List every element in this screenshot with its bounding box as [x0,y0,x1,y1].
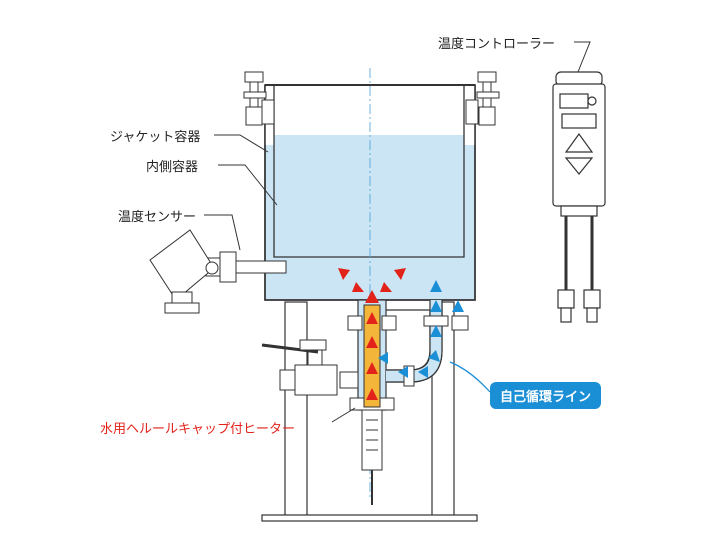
stand [261,301,478,522]
piping [339,299,469,411]
temperature-controller [552,71,606,323]
label-heater: 水用ヘルールキャップ付ヒーター [100,422,296,437]
label-controller: 温度コントローラー [438,37,556,52]
lid-clamp-right [465,71,500,126]
temperature-sensor [149,229,287,314]
label-circulation-loop: 自己循環ライン [490,382,602,409]
label-inner-vessel: 内側容器 [146,160,199,175]
inner-vessel [273,85,465,258]
label-jacket-vessel: ジャケット容器 [110,130,201,145]
lid-clamp-left [243,71,275,126]
heat-arrows [338,268,406,400]
drain-valve [261,339,338,396]
leader-lines [204,41,591,423]
circulation-arrows [378,280,464,378]
loop-pointer [449,361,491,393]
heater-element [361,304,383,505]
label-temperature-sensor: 温度センサー [118,210,197,225]
